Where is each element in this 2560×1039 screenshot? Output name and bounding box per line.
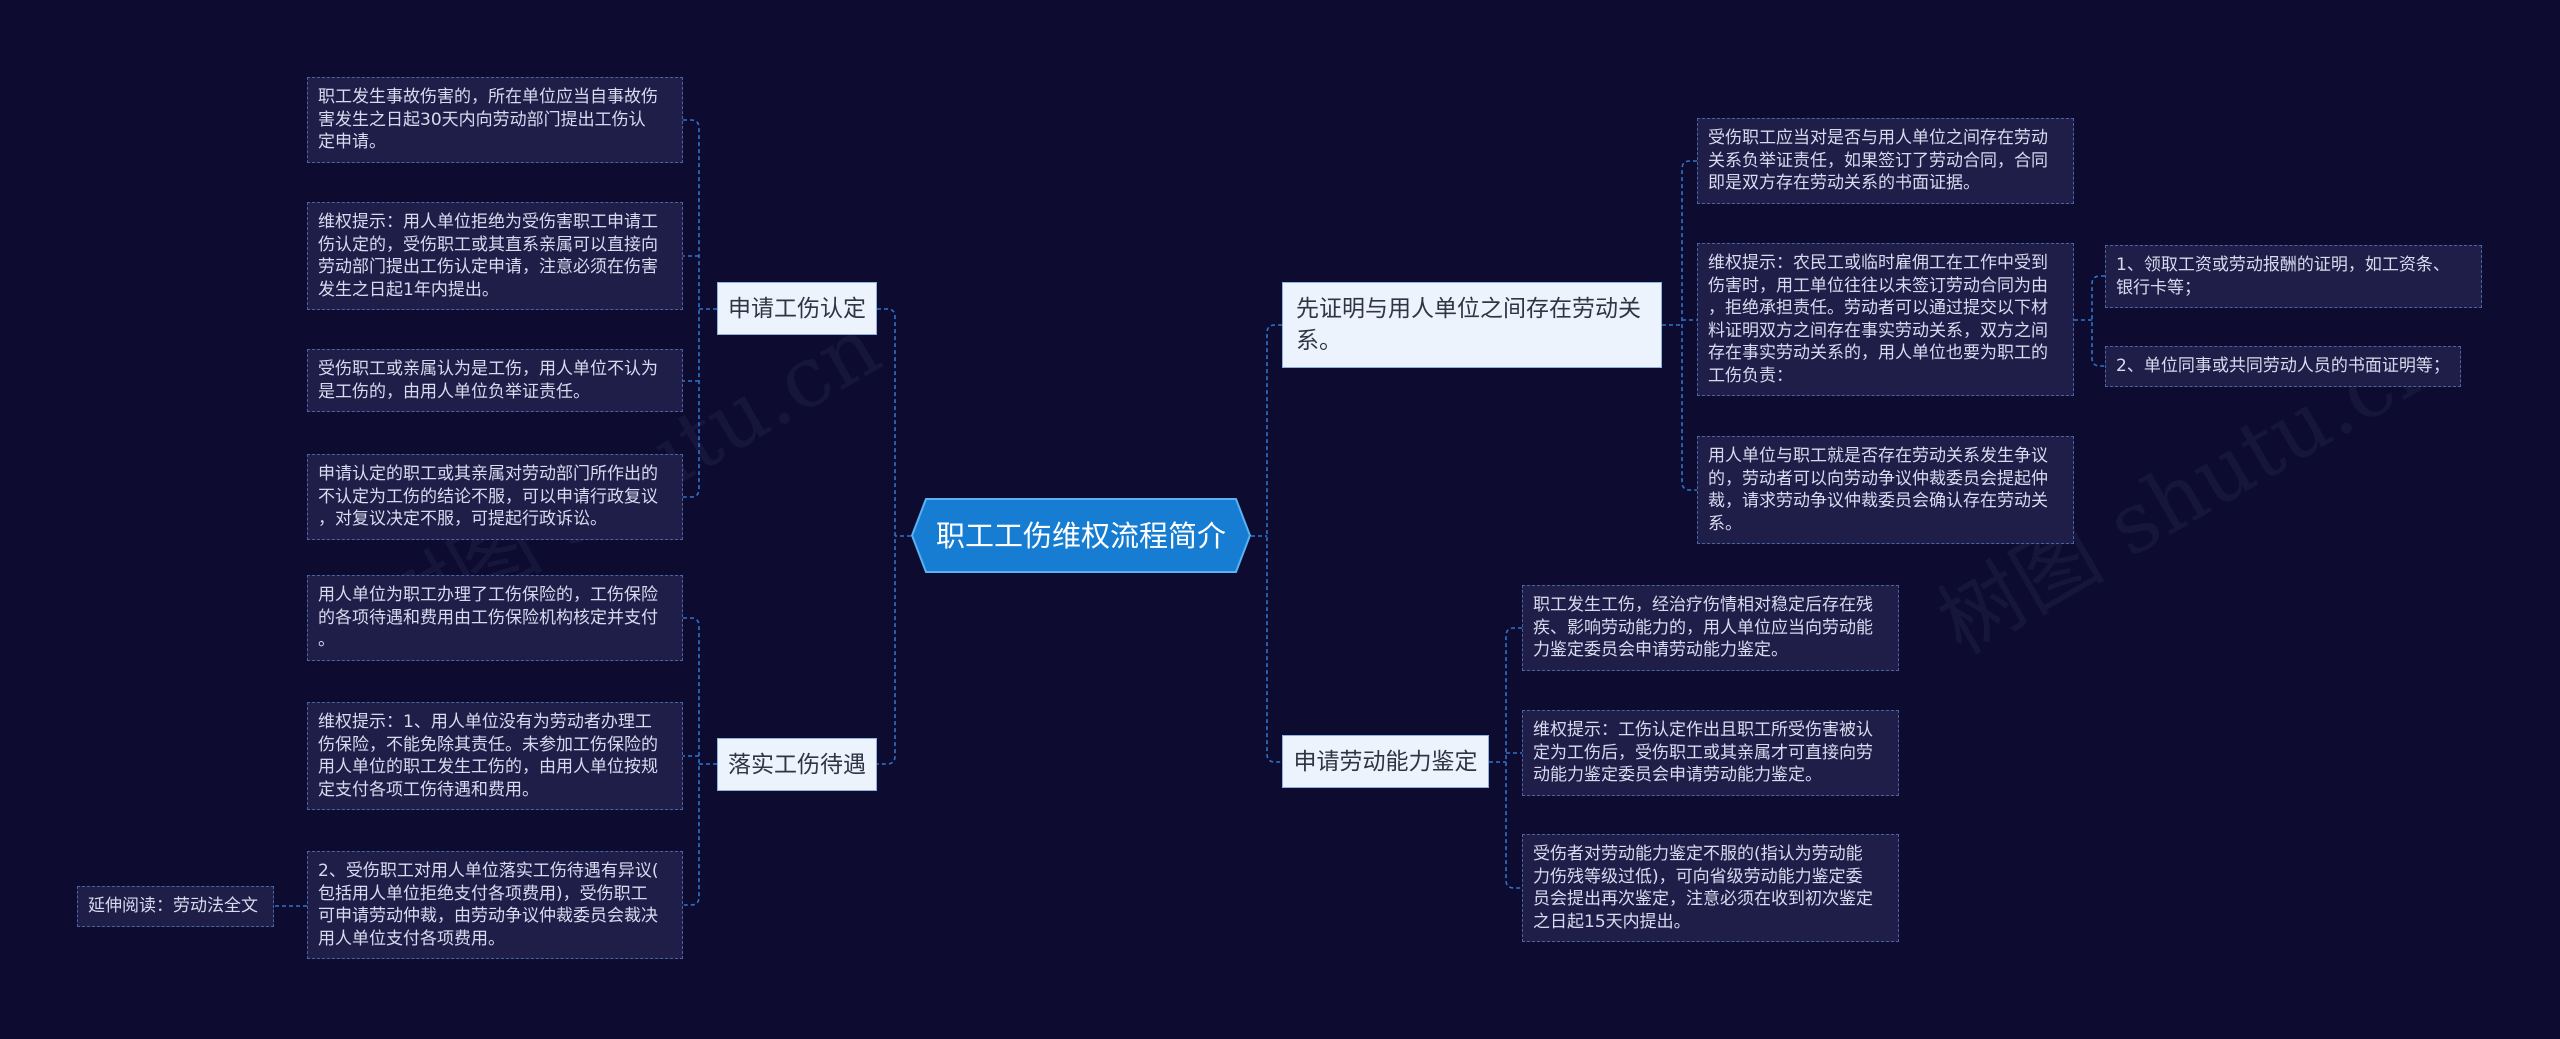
leaf-text-line: 用人单位为职工办理了工伤保险的，工伤保险 — [318, 585, 658, 605]
leaf-text-line: 维权提示：农民工或临时雇佣工在工作中受到 — [1708, 253, 2048, 273]
leaf-text-line: 伤认定的，受伤职工或其直系亲属可以直接向 — [318, 234, 658, 255]
leaf-node-extended-reading[interactable]: 延伸阅读：劳动法全文 — [77, 886, 274, 927]
connector — [1681, 160, 1697, 491]
central-topic-shape — [911, 498, 1251, 573]
central-topic[interactable]: 职工工伤维权流程简介 — [911, 498, 1251, 573]
leaf-node[interactable]: 申请认定的职工或其亲属对劳动部门所作出的 不认定为工伤的结论不服，可以申请行政复… — [307, 454, 683, 540]
leaf-text-line: 2、受伤职工对用人单位落实工伤待遇有异议( — [318, 861, 659, 881]
leaf-node[interactable]: 职工发生事故伤害的，所在单位应当自事故伤 害发生之日起30天内向劳动部门提出工伤… — [307, 77, 683, 163]
leaf-node[interactable]: 维权提示：农民工或临时雇佣工在工作中受到 伤害时，用工单位往往以未签订劳动合同为… — [1697, 243, 2074, 396]
leaf-text-line: 。 — [318, 630, 335, 650]
leaf-text-line: 动能力鉴定委员会申请劳动能力鉴定。 — [1533, 765, 1822, 785]
branch-apply-injury-recognition[interactable]: 申请工伤认定 — [717, 282, 877, 335]
leaf-node[interactable]: 职工发生工伤，经治疗伤情相对稳定后存在残 疾、影响劳动能力的，用人单位应当向劳动… — [1522, 585, 1899, 671]
leaf-text-line: 申请认定的职工或其亲属对劳动部门所作出的 — [318, 464, 658, 484]
leaf-text-line: 包括用人单位拒绝支付各项费用)，受伤职工 — [318, 883, 648, 904]
leaf-text-line: 维权提示：用人单位拒绝为受伤害职工申请工 — [318, 212, 658, 232]
leaf-text-line: 职工发生工伤，经治疗伤情相对稳定后存在残 — [1533, 595, 1873, 615]
leaf-node[interactable]: 维权提示：1、用人单位没有为劳动者办理工 伤保险，不能免除其责任。未参加工伤保险… — [307, 702, 683, 810]
leaf-node[interactable]: 维权提示：用人单位拒绝为受伤害职工申请工 伤认定的，受伤职工或其直系亲属可以直接… — [307, 202, 683, 310]
leaf-text-line: 职工发生事故伤害的，所在单位应当自事故伤 — [318, 87, 658, 107]
leaf-node[interactable]: 用人单位为职工办理了工伤保险的，工伤保险 的各项待遇和费用由工伤保险机构核定并支… — [307, 575, 683, 661]
leaf-text-line: 伤保险，不能免除其责任。未参加工伤保险的 — [318, 734, 658, 755]
connector — [2091, 275, 2105, 367]
leaf-text-line: 用人单位的职工发生工伤的，由用人单位按规 — [318, 757, 658, 777]
leaf-text-line: 力伤残等级过低)，可向省级劳动能力鉴定委 — [1533, 866, 1863, 887]
leaf-text-line: 的各项待遇和费用由工伤保险机构核定并支付 — [318, 607, 658, 628]
branch-apply-work-ability-assessment[interactable]: 申请劳动能力鉴定 — [1282, 735, 1489, 788]
leaf-text-line: 害发生之日起30天内向劳动部门提出工伤认 — [318, 109, 646, 130]
leaf-node[interactable]: 受伤者对劳动能力鉴定不服的(指认为劳动能 力伤残等级过低)，可向省级劳动能力鉴定… — [1522, 834, 1899, 942]
leaf-text-line: 定支付各项工伤待遇和费用。 — [318, 779, 539, 800]
connector — [1505, 627, 1522, 889]
connector — [683, 119, 700, 498]
branch-label: 先证明与用人单位之间存在劳动关 — [1296, 296, 1641, 322]
leaf-text-line: 裁，请求劳动争议仲裁委员会确认存在劳动关 — [1708, 491, 2048, 511]
connector — [683, 617, 700, 906]
leaf-text-line: 之日起15天内提出。 — [1533, 911, 1691, 932]
leaf-text-line: 关系负举证责任，如果签订了劳动合同，合同 — [1708, 150, 2048, 171]
leaf-text-line: 维权提示：工伤认定作出且职工所受伤害被认 — [1533, 720, 1873, 740]
leaf-text-line: 是工伤的，由用人单位负举证责任。 — [318, 381, 590, 402]
leaf-node[interactable]: 维权提示：工伤认定作出且职工所受伤害被认 定为工伤后，受伤职工或其亲属才可直接向… — [1522, 710, 1899, 796]
branch-label: 申请劳动能力鉴定 — [1293, 748, 1478, 775]
leaf-text-line: 伤害时，用工单位往往以未签订劳动合同为由 — [1708, 275, 2048, 296]
leaf-text-line: ，拒绝承担责任。劳动者可以通过提交以下材 — [1708, 298, 2048, 318]
leaf-text-line: 银行卡等； — [2116, 277, 2201, 298]
leaf-text-line: 维权提示：1、用人单位没有为劳动者办理工 — [318, 712, 652, 732]
leaf-text-line: 员会提出再次鉴定，注意必须在收到初次鉴定 — [1533, 889, 1873, 909]
leaf-node[interactable]: 2、受伤职工对用人单位落实工伤待遇有异议( 包括用人单位拒绝支付各项费用)，受伤… — [307, 851, 683, 959]
leaf-text-line: 疾、影响劳动能力的，用人单位应当向劳动能 — [1533, 617, 1873, 638]
leaf-text-line: 受伤者对劳动能力鉴定不服的(指认为劳动能 — [1533, 844, 1863, 864]
leaf-node[interactable]: 2、单位同事或共同劳动人员的书面证明等； — [2105, 346, 2461, 387]
leaf-text-line: 即是双方存在劳动关系的书面证据。 — [1708, 173, 1980, 193]
leaf-text-line: 定申请。 — [318, 132, 386, 152]
leaf-text-line: 的，劳动者可以向劳动争议仲裁委员会提起仲 — [1708, 468, 2048, 489]
leaf-text-line: 受伤职工应当对是否与用人单位之间存在劳动 — [1708, 128, 2048, 148]
leaf-text-line: 用人单位支付各项费用。 — [318, 928, 505, 949]
leaf-text-line: 力鉴定委员会申请劳动能力鉴定。 — [1533, 640, 1788, 660]
leaf-text-line: 料证明双方之间存在事实劳动关系，双方之间 — [1708, 320, 2048, 341]
connector — [1266, 324, 1282, 763]
leaf-text-line: 可申请劳动仲裁，由劳动争议仲裁委员会裁决 — [318, 906, 658, 926]
branch-label: 系。 — [1296, 328, 1342, 354]
leaf-text-line: 劳动部门提出工伤认定申请，注意必须在伤害 — [318, 257, 658, 277]
leaf-text-line: 发生之日起1年内提出。 — [318, 279, 499, 300]
leaf-text-line: 2、单位同事或共同劳动人员的书面证明等； — [2116, 356, 2450, 376]
leaf-text-line: 系。 — [1708, 513, 1742, 534]
leaf-node[interactable]: 1、领取工资或劳动报酬的证明，如工资条、 银行卡等； — [2105, 245, 2482, 308]
leaf-node[interactable]: 用人单位与职工就是否存在劳动关系发生争议 的，劳动者可以向劳动争议仲裁委员会提起… — [1697, 436, 2074, 544]
leaf-text-line: 延伸阅读：劳动法全文 — [88, 896, 258, 916]
leaf-text-line: 受伤职工或亲属认为是工伤，用人单位不认为 — [318, 359, 658, 379]
leaf-text-line: 存在事实劳动关系的，用人单位也要为职工的 — [1708, 343, 2048, 363]
leaf-node[interactable]: 受伤职工应当对是否与用人单位之间存在劳动 关系负举证责任，如果签订了劳动合同，合… — [1697, 118, 2074, 204]
branch-implement-injury-benefits[interactable]: 落实工伤待遇 — [717, 738, 877, 791]
connector — [877, 308, 896, 765]
leaf-text-line: 工伤负责： — [1708, 365, 1793, 386]
leaf-text-line: 用人单位与职工就是否存在劳动关系发生争议 — [1708, 446, 2048, 466]
branch-prove-labor-relationship[interactable]: 先证明与用人单位之间存在劳动关 系。 — [1282, 282, 1662, 368]
leaf-text-line: 1、领取工资或劳动报酬的证明，如工资条、 — [2116, 255, 2450, 275]
leaf-node[interactable]: 受伤职工或亲属认为是工伤，用人单位不认为 是工伤的，由用人单位负举证责任。 — [307, 349, 683, 412]
leaf-text-line: 不认定为工伤的结论不服，可以申请行政复议 — [318, 486, 658, 507]
branch-label: 申请工伤认定 — [728, 295, 866, 322]
branch-label: 落实工伤待遇 — [728, 751, 866, 778]
leaf-text-line: ，对复议决定不服，可提起行政诉讼。 — [318, 509, 607, 529]
central-topic-title: 职工工伤维权流程简介 — [935, 518, 1226, 553]
leaf-text-line: 定为工伤后，受伤职工或其亲属才可直接向劳 — [1533, 742, 1873, 763]
